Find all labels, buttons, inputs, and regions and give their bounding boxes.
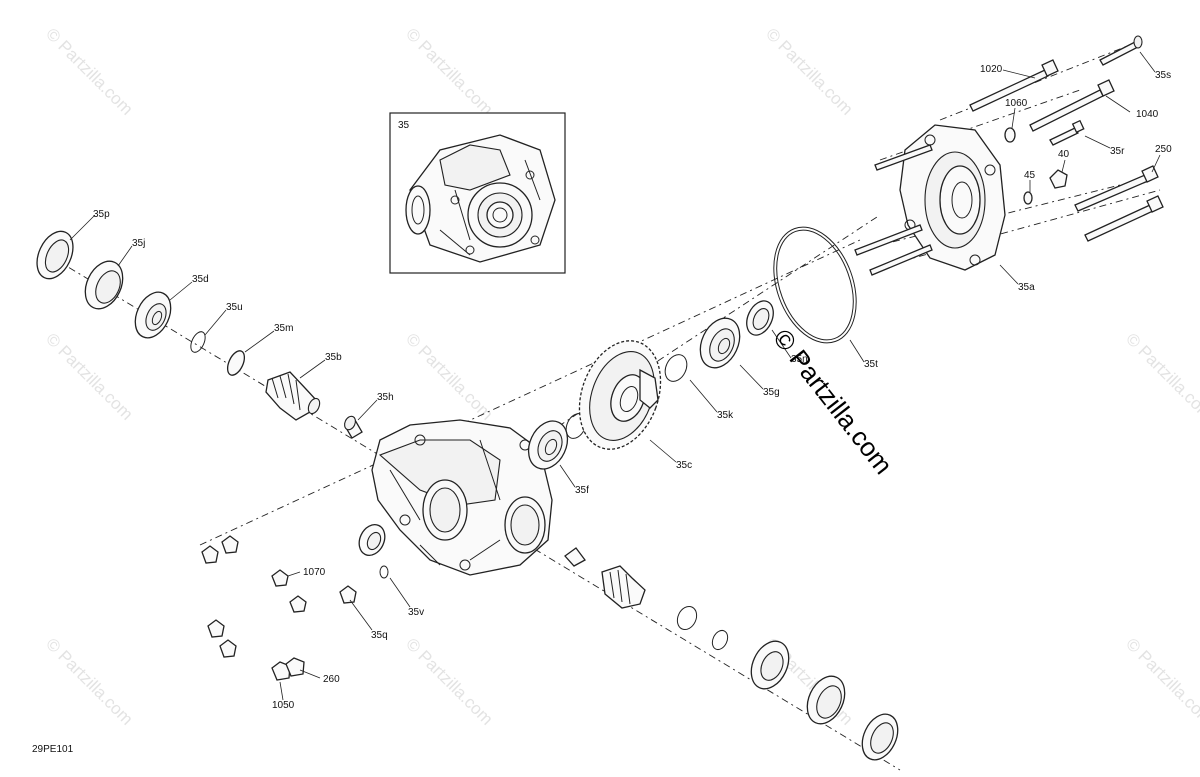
foreground-watermark: © Partzilla.com [767,323,899,480]
label-1050: 1050 [272,700,295,711]
watermark: © Partzilla.com [42,24,136,118]
label-35v: 35v [408,607,424,618]
label-40: 40 [1058,149,1070,160]
bolt-35s [1099,35,1143,66]
bolt-35r [1049,119,1085,146]
watermark: © Partzilla.com [402,329,496,423]
label-1070: 1070 [303,567,326,578]
seal-35n [746,300,774,336]
watermark: © Partzilla.com [762,24,856,118]
label-35c: 35c [676,460,692,471]
lower-race [806,675,846,725]
inset-label: 35 [398,120,410,131]
label-35p: 35p [93,209,110,220]
label-35q: 35q [371,630,388,641]
bolts-left-of-cover [854,144,933,276]
leader-lines [69,51,1161,701]
small-fittings [201,535,389,681]
lower-rings [676,605,729,651]
main-housing [371,419,553,576]
bushing-35h [344,415,363,439]
bearing-race-35j [84,260,124,310]
bearing-35d [134,291,172,339]
shim-35k [664,354,688,382]
label-35t: 35t [864,359,878,370]
bolt-250 [1074,165,1164,242]
label-35a: 35a [1018,282,1035,293]
label-1020: 1020 [980,64,1003,75]
label-35r: 35r [1110,146,1125,157]
bushing-lower [564,547,586,567]
nut-40 [1049,169,1068,189]
label-35d: 35d [192,274,209,285]
cover-35a [899,124,1006,271]
watermark: © Partzilla.com [42,634,136,728]
bolt-1020 [969,59,1059,112]
label-35m: 35m [274,323,293,334]
label-260: 260 [323,674,340,685]
label-35j: 35j [132,238,145,249]
label-1060: 1060 [1005,98,1028,109]
inset-housing-drawing [405,134,556,263]
inset-assembly-box: 35 [389,112,566,274]
watermark: © Partzilla.com [402,24,496,118]
washer-45 [1023,191,1033,205]
watermark: © Partzilla.com [42,329,136,423]
lower-seal [861,713,899,761]
label-35b: 35b [325,352,342,363]
ring-gear-35c [578,340,662,450]
label-35k: 35k [717,410,734,421]
seal-35p [36,230,74,280]
washer-1060 [1004,127,1016,143]
seal-lower [358,523,386,557]
bearing-35g [699,317,741,369]
shim-35m [226,350,246,376]
bolt-1040 [1029,79,1115,132]
diagram-code: 29PE101 [32,744,74,755]
watermark: © Partzilla.com [1122,634,1200,728]
label-35h: 35h [377,392,394,403]
watermark: © Partzilla.com [402,634,496,728]
label-35n: 35n [791,354,808,365]
lower-bearing [750,640,790,690]
o-ring-35t [773,226,857,344]
bearing-35f [527,420,569,470]
label-35f: 35f [575,485,589,496]
label-35g: 35g [763,387,780,398]
label-35u: 35u [226,302,243,313]
pinion-35b [265,371,321,421]
label-1040: 1040 [1136,109,1159,120]
output-shaft [601,565,646,609]
label-45: 45 [1024,170,1036,181]
label-250: 250 [1155,144,1172,155]
part-labels: 35p 35j 35d 35u 35m 35b 35h 35f 35c 35k … [93,64,1172,711]
watermark: © Partzilla.com [1122,329,1200,423]
label-35s: 35s [1155,70,1171,81]
ring-35u [190,331,206,353]
